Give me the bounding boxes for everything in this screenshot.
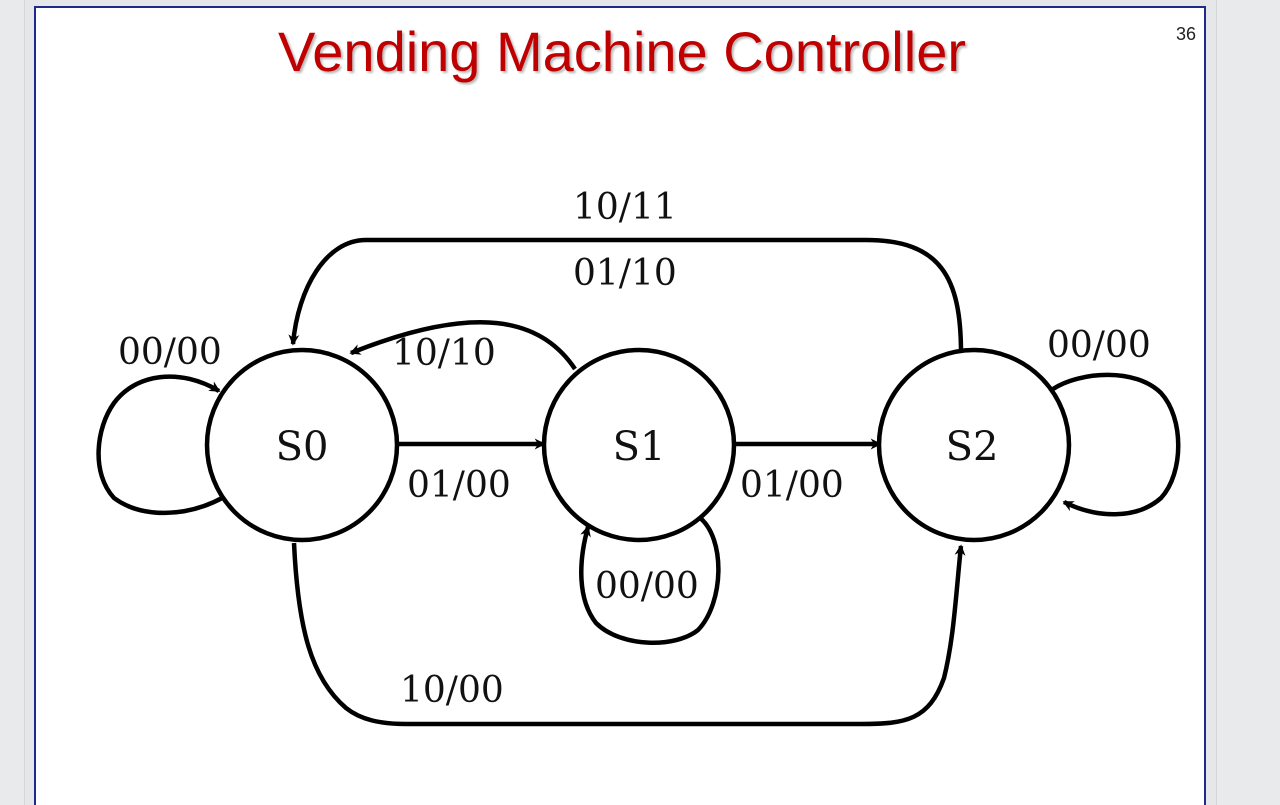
state-s2 [876,347,1072,543]
transition-s0-self-arrow [96,374,226,516]
state-s2-label: S2 [946,424,999,470]
state-diagram: S0 S1 S2 00/00 01/00 10/00 10/10 00/00 0… [96,187,1181,727]
transition-s0-s2-bottom-arrow [291,542,966,727]
label-s1-s0: 10/10 [392,333,496,374]
transition-s2-self-arrow [1051,372,1181,517]
transition-s2-s0-top-arrow [288,237,964,354]
transition-s1-self-arrow [579,515,721,645]
label-s2-s0-bottom: 01/10 [573,253,677,294]
state-s0 [204,347,400,543]
label-s0-s1: 01/00 [407,465,511,506]
slide-title: Vending Machine Controller [278,20,966,83]
state-s1-label: S1 [613,424,666,470]
left-scroll-gutter [0,0,25,805]
slide-page-number: 36 [1175,24,1197,44]
label-s0-self: 00/00 [118,332,222,373]
label-s1-s2: 01/00 [740,465,844,506]
state-s0-label: S0 [276,424,329,470]
state-s1 [541,347,737,543]
right-scroll-gutter [1216,0,1280,805]
slide-page: Vending Machine Controller 36 [34,6,1206,805]
label-s2-s0-top: 10/11 [573,187,677,228]
transition-s1-s0-arrow [349,320,577,371]
label-s0-s2: 10/00 [400,670,504,711]
label-s1-self: 00/00 [595,566,699,607]
label-s2-self: 00/00 [1047,325,1151,366]
